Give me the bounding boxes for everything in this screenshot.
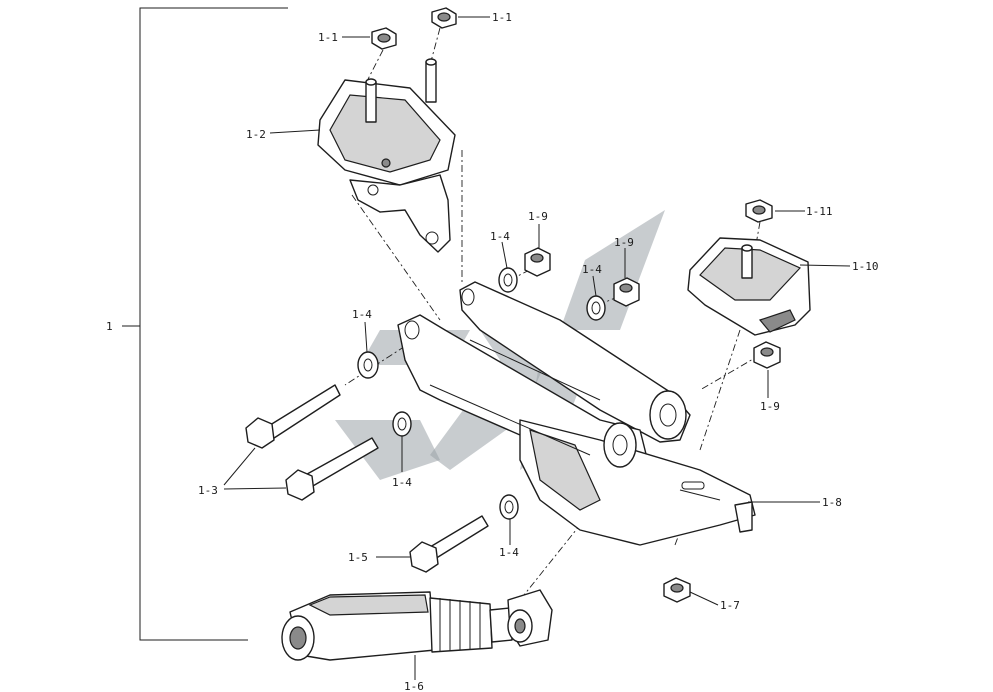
assembly-bracket <box>122 7 288 641</box>
washer-1-4-a <box>498 267 518 293</box>
nut-1-9-c <box>753 341 781 369</box>
upper-mount-1-2 <box>317 58 456 253</box>
washer-1-4-c <box>357 351 379 379</box>
nut-1-1-left <box>371 27 397 50</box>
frame-1-8 <box>397 281 756 546</box>
label-1-1-top: 1-1 <box>492 11 512 24</box>
washer-1-4-d <box>392 411 412 437</box>
label-1-4-e: 1-4 <box>499 546 519 559</box>
label-1-1-left: 1-1 <box>318 31 338 44</box>
nut-1-9-a <box>524 247 551 277</box>
nut-1-11 <box>745 199 773 223</box>
label-1-4-c: 1-4 <box>352 308 372 321</box>
nut-1-7 <box>663 577 691 603</box>
label-assembly: 1 <box>106 320 113 333</box>
label-1-9-b: 1-9 <box>614 236 634 249</box>
label-1-9-a: 1-9 <box>528 210 548 223</box>
label-1-4-d: 1-4 <box>392 476 412 489</box>
label-1-5: 1-5 <box>348 551 368 564</box>
leader-lines <box>223 16 851 680</box>
nut-1-1-top <box>431 7 457 29</box>
bolt-1-3-lower <box>285 437 379 501</box>
label-1-11: 1-11 <box>806 205 833 218</box>
part-labels: 1 1-1 1-1 1-2 1-11 1-10 1-9 1-4 1-9 1-4 … <box>106 11 879 692</box>
nut-1-9-b <box>613 277 640 307</box>
label-1-4-b: 1-4 <box>582 263 602 276</box>
label-1-10: 1-10 <box>852 260 879 273</box>
label-1-3: 1-3 <box>198 484 218 497</box>
shock-absorber-1-6 <box>281 589 553 661</box>
bolt-1-5 <box>409 515 489 573</box>
label-1-2: 1-2 <box>246 128 266 141</box>
label-1-7: 1-7 <box>720 599 740 612</box>
washer-1-4-b <box>586 295 606 321</box>
label-1-8: 1-8 <box>822 496 842 509</box>
label-1-4-a: 1-4 <box>490 230 510 243</box>
washer-1-4-e <box>499 494 519 520</box>
bolt-1-3-upper <box>245 384 341 449</box>
label-1-6: 1-6 <box>404 680 424 692</box>
rear-mount-1-10 <box>687 237 811 336</box>
label-1-9-c: 1-9 <box>760 400 780 413</box>
